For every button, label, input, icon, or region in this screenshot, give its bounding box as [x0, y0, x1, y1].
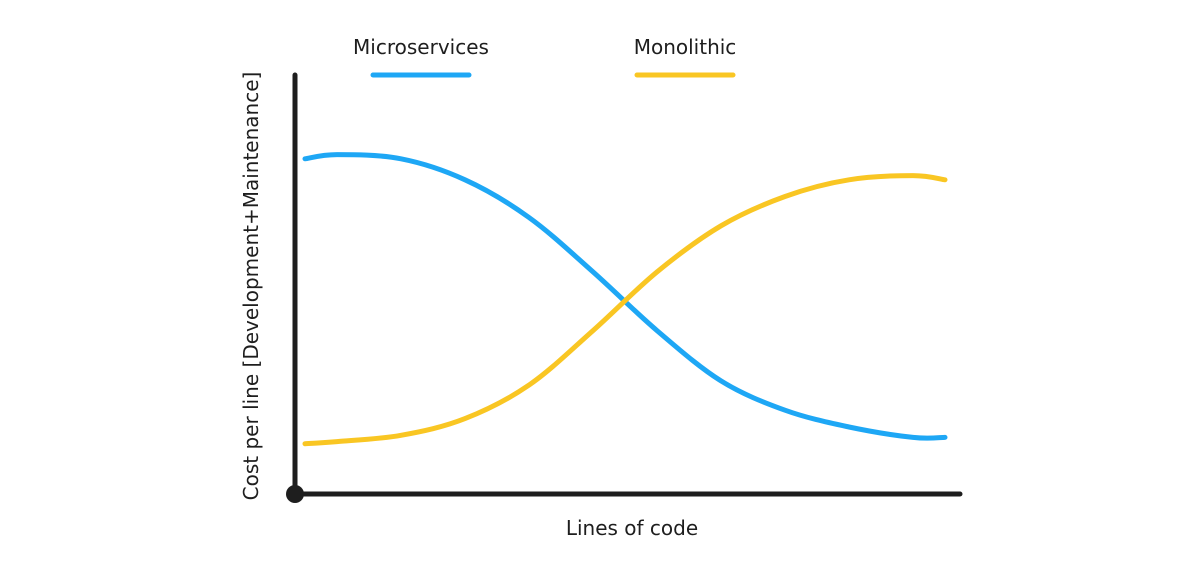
- legend: Microservices Monolithic: [353, 35, 737, 78]
- axis-origin-dot: [286, 485, 304, 503]
- series-line-monolithic: [302, 173, 948, 447]
- y-axis-label: Cost per line [Development+Maintenance]: [239, 72, 263, 501]
- series-line-microservices: [302, 152, 948, 441]
- axes: [286, 72, 963, 503]
- legend-label-microservices: Microservices: [353, 35, 489, 59]
- x-axis-label: Lines of code: [566, 516, 698, 540]
- legend-label-monolithic: Monolithic: [634, 35, 737, 59]
- series-layer: [302, 152, 948, 447]
